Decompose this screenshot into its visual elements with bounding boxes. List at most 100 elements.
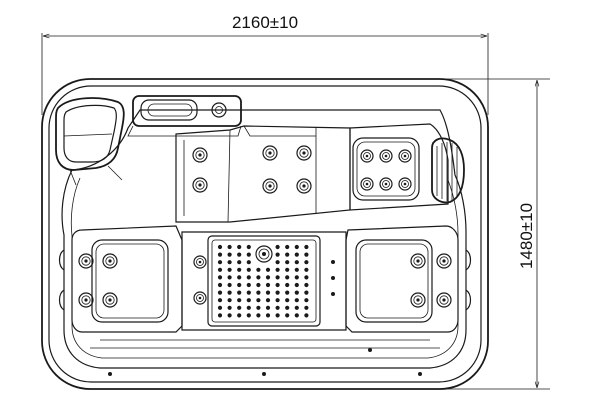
grid-hole [217, 275, 223, 280]
jet-icon [262, 178, 278, 194]
grid-hole [227, 290, 232, 295]
grid-hole [237, 260, 242, 265]
pillow-icon [55, 97, 125, 186]
grid-hole [275, 267, 280, 272]
grid-hole [227, 267, 232, 272]
jet-icon [192, 177, 208, 193]
grid-hole [275, 275, 280, 280]
grid-hole [217, 298, 223, 303]
grid-hole [246, 305, 251, 310]
grid-hole [237, 313, 242, 318]
grid-hole [227, 260, 232, 265]
grid-hole [294, 267, 299, 272]
right-back-seat [349, 123, 449, 211]
grid-hole [285, 267, 290, 272]
grid-hole [217, 290, 223, 295]
grid-hole [227, 282, 232, 288]
grid-hole [217, 260, 223, 265]
grid-hole [256, 313, 261, 318]
grid-hole [304, 260, 309, 265]
grid-hole [227, 313, 232, 318]
grid-hole [294, 290, 299, 295]
grid-hole [275, 260, 280, 265]
grid-hole [256, 298, 261, 303]
jet-icon [410, 253, 426, 269]
grid-hole [237, 252, 242, 257]
grid-hole [256, 305, 261, 310]
grid-hole [237, 305, 242, 310]
grid-hole [237, 282, 242, 288]
height-dimension-label: 1480±10 [517, 203, 536, 269]
jet-icon [78, 253, 94, 269]
grid-hole [304, 275, 309, 280]
grid-hole [304, 267, 309, 272]
grid-hole [304, 252, 309, 257]
jet-icon [296, 178, 312, 194]
grid-hole [265, 282, 271, 288]
grid-hole [217, 244, 223, 250]
center-footwell [181, 231, 347, 331]
grid-hole [246, 290, 251, 295]
waterfall-icon [431, 137, 465, 204]
grid-hole [285, 282, 290, 288]
grid-hole [227, 252, 232, 257]
control-panel-icon [127, 95, 242, 137]
grid-hole [246, 275, 251, 280]
jet-icon [193, 291, 207, 305]
grid-hole [275, 305, 280, 310]
left-seat [58, 225, 183, 333]
grid-hole [246, 260, 251, 265]
jet-icon [360, 177, 374, 191]
grid-hole [294, 260, 299, 265]
jet-icon [398, 149, 412, 163]
grid-hole [246, 244, 251, 250]
grid-hole [304, 290, 309, 295]
grid-hole [237, 298, 242, 303]
grid-hole [237, 275, 242, 280]
grid-hole [217, 267, 223, 272]
grid-hole [294, 313, 299, 318]
jet-icon [102, 292, 118, 308]
grid-hole [285, 252, 290, 257]
width-dimension-label: 2160±10 [232, 13, 298, 32]
grid-hole [265, 267, 271, 272]
right-seat [345, 225, 472, 333]
width-dimension: 2160±10 [41, 13, 489, 115]
jet-icon [78, 292, 94, 308]
hole-grid [217, 244, 309, 318]
grid-hole [265, 298, 271, 303]
grid-hole [246, 267, 251, 272]
grid-hole [294, 305, 299, 310]
grid-hole [294, 275, 299, 280]
grid-hole [217, 313, 223, 318]
grid-hole [256, 290, 261, 295]
jet-icon [193, 255, 207, 269]
grid-hole [275, 244, 280, 250]
height-dimension: 1480±10 [440, 78, 550, 390]
grid-hole [285, 244, 290, 250]
jet-icon [360, 149, 374, 163]
grid-hole [217, 305, 223, 310]
grid-hole [304, 298, 309, 303]
grid-hole [294, 282, 299, 288]
grid-hole [265, 313, 271, 318]
grid-hole [294, 298, 299, 303]
grid-hole [304, 244, 309, 250]
grid-hole [237, 244, 242, 250]
grid-hole [304, 305, 309, 310]
grid-hole [275, 290, 280, 295]
grid-hole [217, 252, 223, 257]
grid-hole [285, 260, 290, 265]
grid-hole [265, 275, 271, 280]
jet-icon [192, 147, 208, 163]
grid-hole [256, 267, 261, 272]
grid-hole [275, 298, 280, 303]
jet-icon [410, 292, 426, 308]
inner-basin [61, 109, 467, 369]
jet-icon [102, 253, 118, 269]
grid-hole [237, 267, 242, 272]
grid-hole [237, 290, 242, 295]
jet-icon [379, 177, 393, 191]
jet-icon [296, 145, 312, 161]
grid-hole [275, 282, 280, 288]
